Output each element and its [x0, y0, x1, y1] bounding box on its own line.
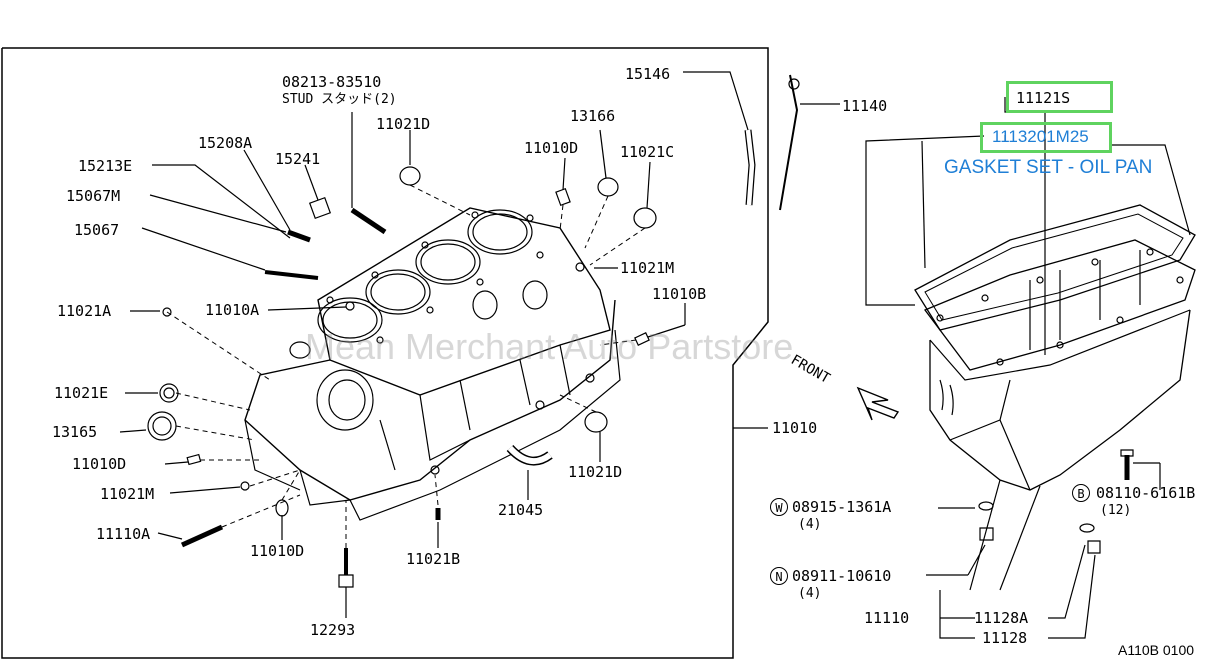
- label-bolt-qty: (12): [1100, 503, 1132, 518]
- label-11021M-bot: 11021M: [100, 485, 155, 503]
- oil-pan: [915, 205, 1195, 553]
- label-11121S: 11121S: [1016, 89, 1071, 107]
- bolt-symbol: B: [1072, 484, 1090, 502]
- label-stud-desc: STUD スタッド(2): [282, 92, 397, 107]
- label-11021M-top: 11021M: [620, 259, 675, 277]
- highlight-box-11121S: [1006, 81, 1113, 113]
- label-15146: 15146: [625, 65, 671, 83]
- label-13166: 13166: [570, 107, 616, 125]
- washer-symbol: W: [770, 498, 788, 516]
- label-11010B: 11010B: [652, 285, 707, 303]
- label-11021D-top: 11021D: [376, 115, 431, 133]
- label-11010: 11010: [772, 419, 818, 437]
- label-11010D-mid: 11010D: [72, 455, 127, 473]
- label-15067: 15067: [74, 221, 120, 239]
- label-11021D-bot: 11021D: [568, 463, 623, 481]
- label-1113201M25: 1113201M25: [992, 127, 1089, 146]
- label-washer-qty: (4): [798, 517, 822, 532]
- label-15208A: 15208A: [198, 134, 253, 152]
- label-15241: 15241: [275, 150, 321, 168]
- label-11021B: 11021B: [406, 550, 461, 568]
- front-arrow: [858, 388, 898, 420]
- highlight-box-11132: [980, 122, 1112, 153]
- label-13165: 13165: [52, 423, 98, 441]
- label-12293: 12293: [310, 621, 356, 639]
- label-nut-qty: (4): [798, 586, 822, 601]
- label-11128: 11128: [982, 629, 1028, 647]
- label-stud-number: 08213-83510: [282, 73, 382, 91]
- label-11110A: 11110A: [96, 525, 151, 543]
- label-11110: 11110: [864, 609, 910, 627]
- label-11010D-bot: 11010D: [250, 542, 305, 560]
- label-11140: 11140: [842, 97, 888, 115]
- nut-symbol: N: [770, 567, 788, 585]
- label-nut-number: 08911-10610: [792, 567, 892, 585]
- gasket-description: GASKET SET - OIL PAN: [944, 157, 1153, 178]
- label-11021C: 11021C: [620, 143, 675, 161]
- label-15213E: 15213E: [78, 157, 133, 175]
- label-11021E: 11021E: [54, 384, 109, 402]
- assembly-lines: [167, 185, 645, 548]
- label-15067M: 15067M: [66, 187, 121, 205]
- label-21045: 21045: [498, 501, 544, 519]
- label-11021A: 11021A: [57, 302, 112, 320]
- diagram-id: A110B 0100: [1118, 642, 1195, 658]
- label-bolt-number: 08110-6161B: [1096, 484, 1196, 502]
- label-11010D-top: 11010D: [524, 139, 579, 157]
- engine-block: [245, 208, 620, 520]
- watermark: Mean Merchant Auto Partstore: [305, 326, 794, 367]
- label-washer-number: 08915-1361A: [792, 498, 892, 516]
- label-11128A: 11128A: [974, 609, 1029, 627]
- label-11010A: 11010A: [205, 301, 260, 319]
- leader-lines: [120, 72, 840, 618]
- block-section-frame: [2, 48, 768, 658]
- small-parts: [148, 75, 799, 587]
